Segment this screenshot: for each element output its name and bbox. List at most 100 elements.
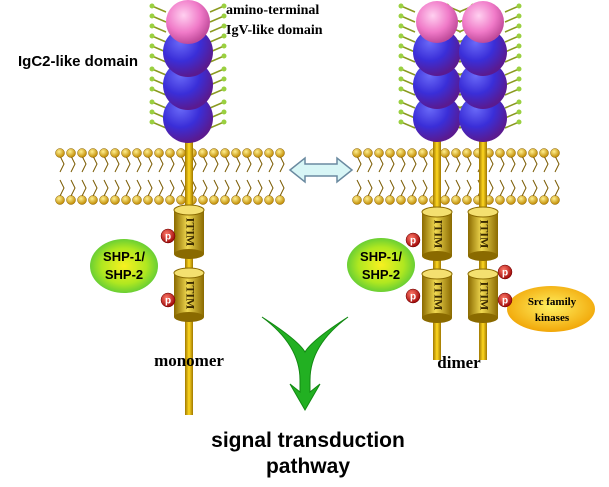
glycan-spike — [504, 78, 520, 86]
glycan-spike — [504, 35, 520, 43]
monomer-igv-domain — [166, 0, 210, 44]
lipid-head — [99, 195, 109, 205]
itim-label: ITIM — [431, 282, 445, 311]
phosphate-label: p — [410, 292, 416, 303]
lipid-head — [110, 148, 120, 158]
lipid-head — [88, 148, 98, 158]
lipid-head — [363, 195, 373, 205]
phosphate-label: p — [410, 236, 416, 247]
glycan-tip — [149, 86, 155, 92]
lipid-head — [242, 195, 252, 205]
glycan-tip — [221, 86, 227, 92]
lipid-head — [374, 148, 384, 158]
monomer-shp-blob — [90, 239, 158, 293]
phosphate-label: p — [165, 232, 171, 243]
glycan-tip — [516, 53, 522, 59]
glycan-tip — [149, 66, 155, 72]
glycan-spike — [400, 5, 416, 13]
lipid-head — [132, 148, 142, 158]
lipid-head — [550, 148, 560, 158]
lipid-head — [264, 195, 274, 205]
lipid-head — [198, 195, 208, 205]
itim-label: ITIM — [477, 220, 491, 249]
glycan-spike — [504, 5, 520, 13]
lipid-head — [517, 195, 527, 205]
glycan-spike — [151, 35, 167, 43]
glycan-spike — [400, 45, 416, 53]
itim-cylinder: ITIM — [421, 268, 453, 323]
glycan-tip — [149, 3, 155, 9]
glycan-tip — [149, 53, 155, 59]
lipid-head — [407, 195, 417, 205]
src-label-2: kinases — [535, 312, 570, 324]
dimer-right-igc2-2 — [459, 61, 507, 109]
glycan-tip — [221, 66, 227, 72]
lipid-head — [209, 148, 219, 158]
dimer-left-igc2-1 — [413, 28, 461, 76]
glycan-spike — [504, 121, 520, 129]
lipid-head — [374, 195, 384, 205]
glycan-spike — [504, 101, 520, 109]
lipid-head — [77, 148, 87, 158]
itim-label: ITIM — [183, 281, 197, 310]
lipid-head — [110, 195, 120, 205]
lipid-head — [539, 148, 549, 158]
glycan-tip — [516, 86, 522, 92]
phosphate-circle: p — [405, 232, 421, 248]
glycan-spike — [209, 68, 225, 76]
dimer-right-igc2-1 — [459, 28, 507, 76]
glycan-spike — [209, 5, 225, 13]
lipid-head — [385, 195, 395, 205]
lipid-head — [440, 195, 450, 205]
lipid-head — [462, 148, 472, 158]
glycan-tip — [221, 109, 227, 115]
glycan-spike — [209, 121, 225, 129]
lipid-head — [143, 148, 153, 158]
glycan-tip — [516, 119, 522, 125]
dimer-shp-label-1: SHP-1/ — [360, 249, 402, 264]
lipid-head — [275, 195, 285, 205]
lipid-head — [165, 195, 175, 205]
glycan-tip — [516, 99, 522, 105]
lipid-head — [528, 148, 538, 158]
lipid-head — [396, 195, 406, 205]
glycan-tip — [398, 33, 404, 39]
lipid-head — [418, 195, 428, 205]
glycan-spike — [209, 88, 225, 96]
glycan-spike — [209, 15, 225, 23]
glycan-spike — [209, 101, 225, 109]
glycan-tip — [221, 23, 227, 29]
glycan-tip — [516, 66, 522, 72]
glycan-spike — [400, 35, 416, 43]
phosphate-circle: p — [405, 288, 421, 304]
itim-cylinder: ITIM — [421, 206, 453, 261]
dimer-left-igc2-3 — [413, 94, 461, 142]
lipid-head — [143, 195, 153, 205]
glycan-spike — [504, 88, 520, 96]
glycan-tip — [149, 99, 155, 105]
glycan-tip — [221, 99, 227, 105]
dimer-left-igc2-2 — [413, 61, 461, 109]
lipid-head — [517, 148, 527, 158]
lipid-head — [121, 148, 131, 158]
glycan-tip — [516, 109, 522, 115]
lipid-head — [220, 148, 230, 158]
lipid-head — [451, 148, 461, 158]
glycan-tip — [221, 119, 227, 125]
glycan-tip — [149, 76, 155, 82]
glycan-tip — [221, 43, 227, 49]
glycan-tip — [398, 99, 404, 105]
glycan-tip — [149, 43, 155, 49]
lipid-head — [528, 195, 538, 205]
glycan-tip — [398, 119, 404, 125]
itim-label: ITIM — [431, 220, 445, 249]
lipid-head — [462, 195, 472, 205]
lipid-head — [396, 148, 406, 158]
signal-arrow — [261, 316, 349, 412]
lipid-head — [55, 195, 65, 205]
glycan-spike — [151, 25, 167, 33]
lipid-head — [407, 148, 417, 158]
glycan-spike — [151, 88, 167, 96]
